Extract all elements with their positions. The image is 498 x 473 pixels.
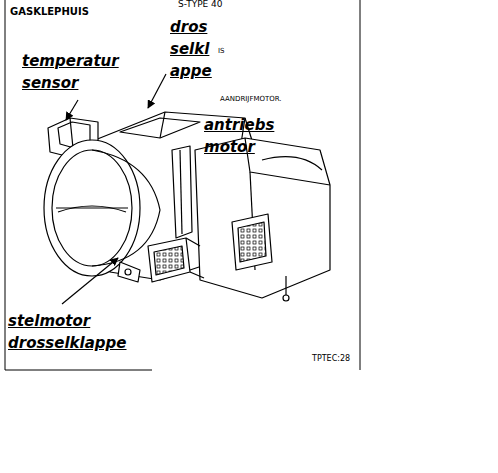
title-fragment: IS: [218, 48, 225, 56]
figure-title: GASKLEPHUIS: [10, 6, 89, 17]
figure-code: TPTEC:28: [312, 355, 350, 364]
model-code: S-TYPE 40: [178, 0, 223, 10]
part-label: antriebs motor: [204, 114, 274, 158]
part-label: temperatur sensor: [22, 50, 119, 94]
frame: [5, 0, 360, 370]
leader-lines: [62, 74, 166, 304]
part-label: dros selkl appe: [170, 16, 212, 82]
part-name: AANDRIJFMOTOR.: [220, 96, 282, 104]
part-label: stelmotor drosselklappe: [8, 310, 127, 354]
throttle-body: [44, 112, 330, 301]
